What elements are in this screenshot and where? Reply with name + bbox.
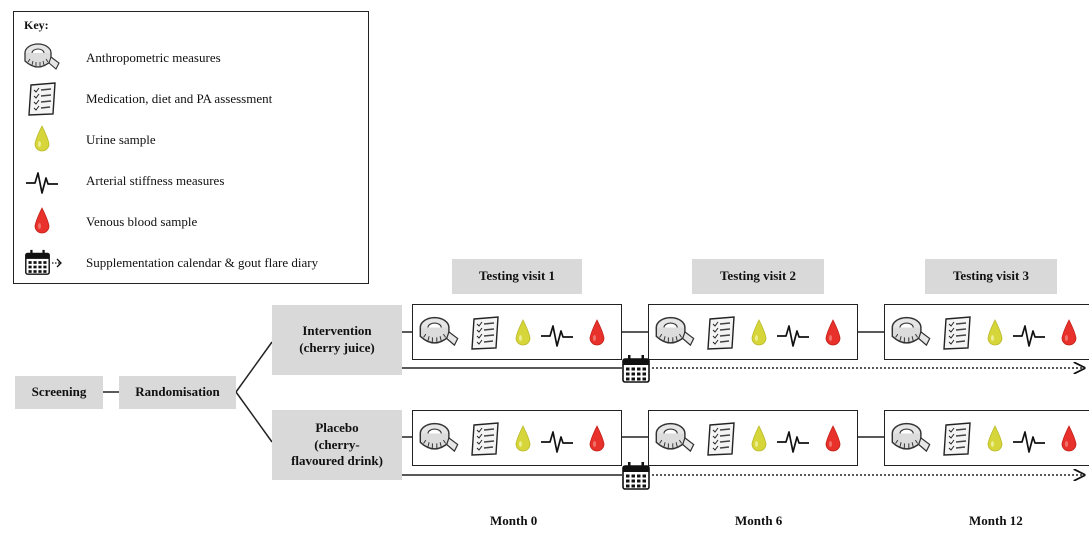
placebo-box: Placebo (cherry- flavoured drink) <box>272 410 402 480</box>
testing-visit-1-label: Testing visit 1 <box>452 259 582 294</box>
pulse-wave-icon <box>776 431 810 453</box>
tape-measure-icon <box>419 422 459 452</box>
pulse-wave-icon <box>1012 325 1046 347</box>
pulse-wave-icon <box>1012 431 1046 453</box>
visit-box-placebo-2 <box>648 410 858 466</box>
visit-box-placebo-3 <box>884 410 1089 466</box>
visit-box-intervention-3 <box>884 304 1089 360</box>
checklist-icon <box>707 422 735 456</box>
blood-drop-icon <box>1061 319 1077 346</box>
key-label: Arterial stiffness measures <box>86 173 225 188</box>
key-item-medication: Medication, diet and PA assessment <box>22 82 362 116</box>
placebo-line-2: (cherry- <box>314 436 360 452</box>
pulse-wave-icon <box>540 325 574 347</box>
urine-drop-icon <box>515 425 531 452</box>
tape-measure-icon <box>891 422 931 452</box>
tape-measure-icon <box>655 422 695 452</box>
checklist-icon <box>22 82 62 116</box>
blood-drop-icon <box>825 425 841 452</box>
month-12-label: Month 12 <box>969 513 1023 528</box>
tape-measure-icon <box>655 316 695 346</box>
visit-box-intervention-1 <box>412 304 622 360</box>
calendar-icon-placebo <box>621 461 653 491</box>
checklist-icon <box>707 316 735 350</box>
urine-drop-icon <box>987 425 1003 452</box>
month-6-label: Month 6 <box>735 513 783 528</box>
key-label: Supplementation calendar & gout flare di… <box>86 255 319 270</box>
tape-measure-icon <box>419 316 459 346</box>
key-label: Anthropometric measures <box>86 50 221 65</box>
placebo-line-1: Placebo <box>315 419 359 435</box>
visit-box-placebo-1 <box>412 410 622 466</box>
checklist-icon <box>471 316 499 350</box>
key-item-anthropometric: Anthropometric measures <box>22 41 362 75</box>
urine-drop-icon <box>751 319 767 346</box>
intervention-line-1: Intervention <box>302 323 372 339</box>
checklist-icon <box>943 316 971 350</box>
pulse-wave-icon <box>776 325 810 347</box>
blood-drop-icon <box>22 205 62 239</box>
visit-box-intervention-2 <box>648 304 858 360</box>
intervention-line-2: (cherry juice) <box>299 340 375 355</box>
month-0-label: Month 0 <box>490 513 538 528</box>
key-legend: Key: Anthropometric measures Medication,… <box>13 11 369 284</box>
key-item-arterial: Arterial stiffness measures <box>22 164 362 198</box>
placebo-line-3: flavoured drink) <box>291 453 383 469</box>
tape-measure-icon <box>22 41 62 75</box>
blood-drop-icon <box>1061 425 1077 452</box>
calendar-arrow-icon <box>25 249 62 275</box>
pulse-wave-icon <box>22 164 62 198</box>
key-item-calendar: Supplementation calendar & gout flare di… <box>22 246 362 280</box>
testing-visit-2-label: Testing visit 2 <box>692 259 824 294</box>
key-label: Venous blood sample <box>86 214 198 229</box>
urine-drop-icon <box>22 123 62 157</box>
screening-box: Screening <box>15 376 103 409</box>
key-label: Urine sample <box>86 132 156 147</box>
checklist-icon <box>943 422 971 456</box>
urine-drop-icon <box>751 425 767 452</box>
testing-visit-3-label: Testing visit 3 <box>925 259 1057 294</box>
blood-drop-icon <box>825 319 841 346</box>
key-item-blood: Venous blood sample <box>22 205 362 239</box>
key-label: Medication, diet and PA assessment <box>86 91 273 106</box>
blood-drop-icon <box>589 425 605 452</box>
blood-drop-icon <box>589 319 605 346</box>
randomisation-box: Randomisation <box>119 376 236 409</box>
pulse-wave-icon <box>540 431 574 453</box>
urine-drop-icon <box>987 319 1003 346</box>
calendar-icon-intervention <box>621 354 653 384</box>
key-item-urine: Urine sample <box>22 123 362 157</box>
intervention-box: Intervention (cherry juice) <box>272 305 402 375</box>
urine-drop-icon <box>515 319 531 346</box>
tape-measure-icon <box>891 316 931 346</box>
key-title: Key: <box>24 18 49 32</box>
checklist-icon <box>471 422 499 456</box>
